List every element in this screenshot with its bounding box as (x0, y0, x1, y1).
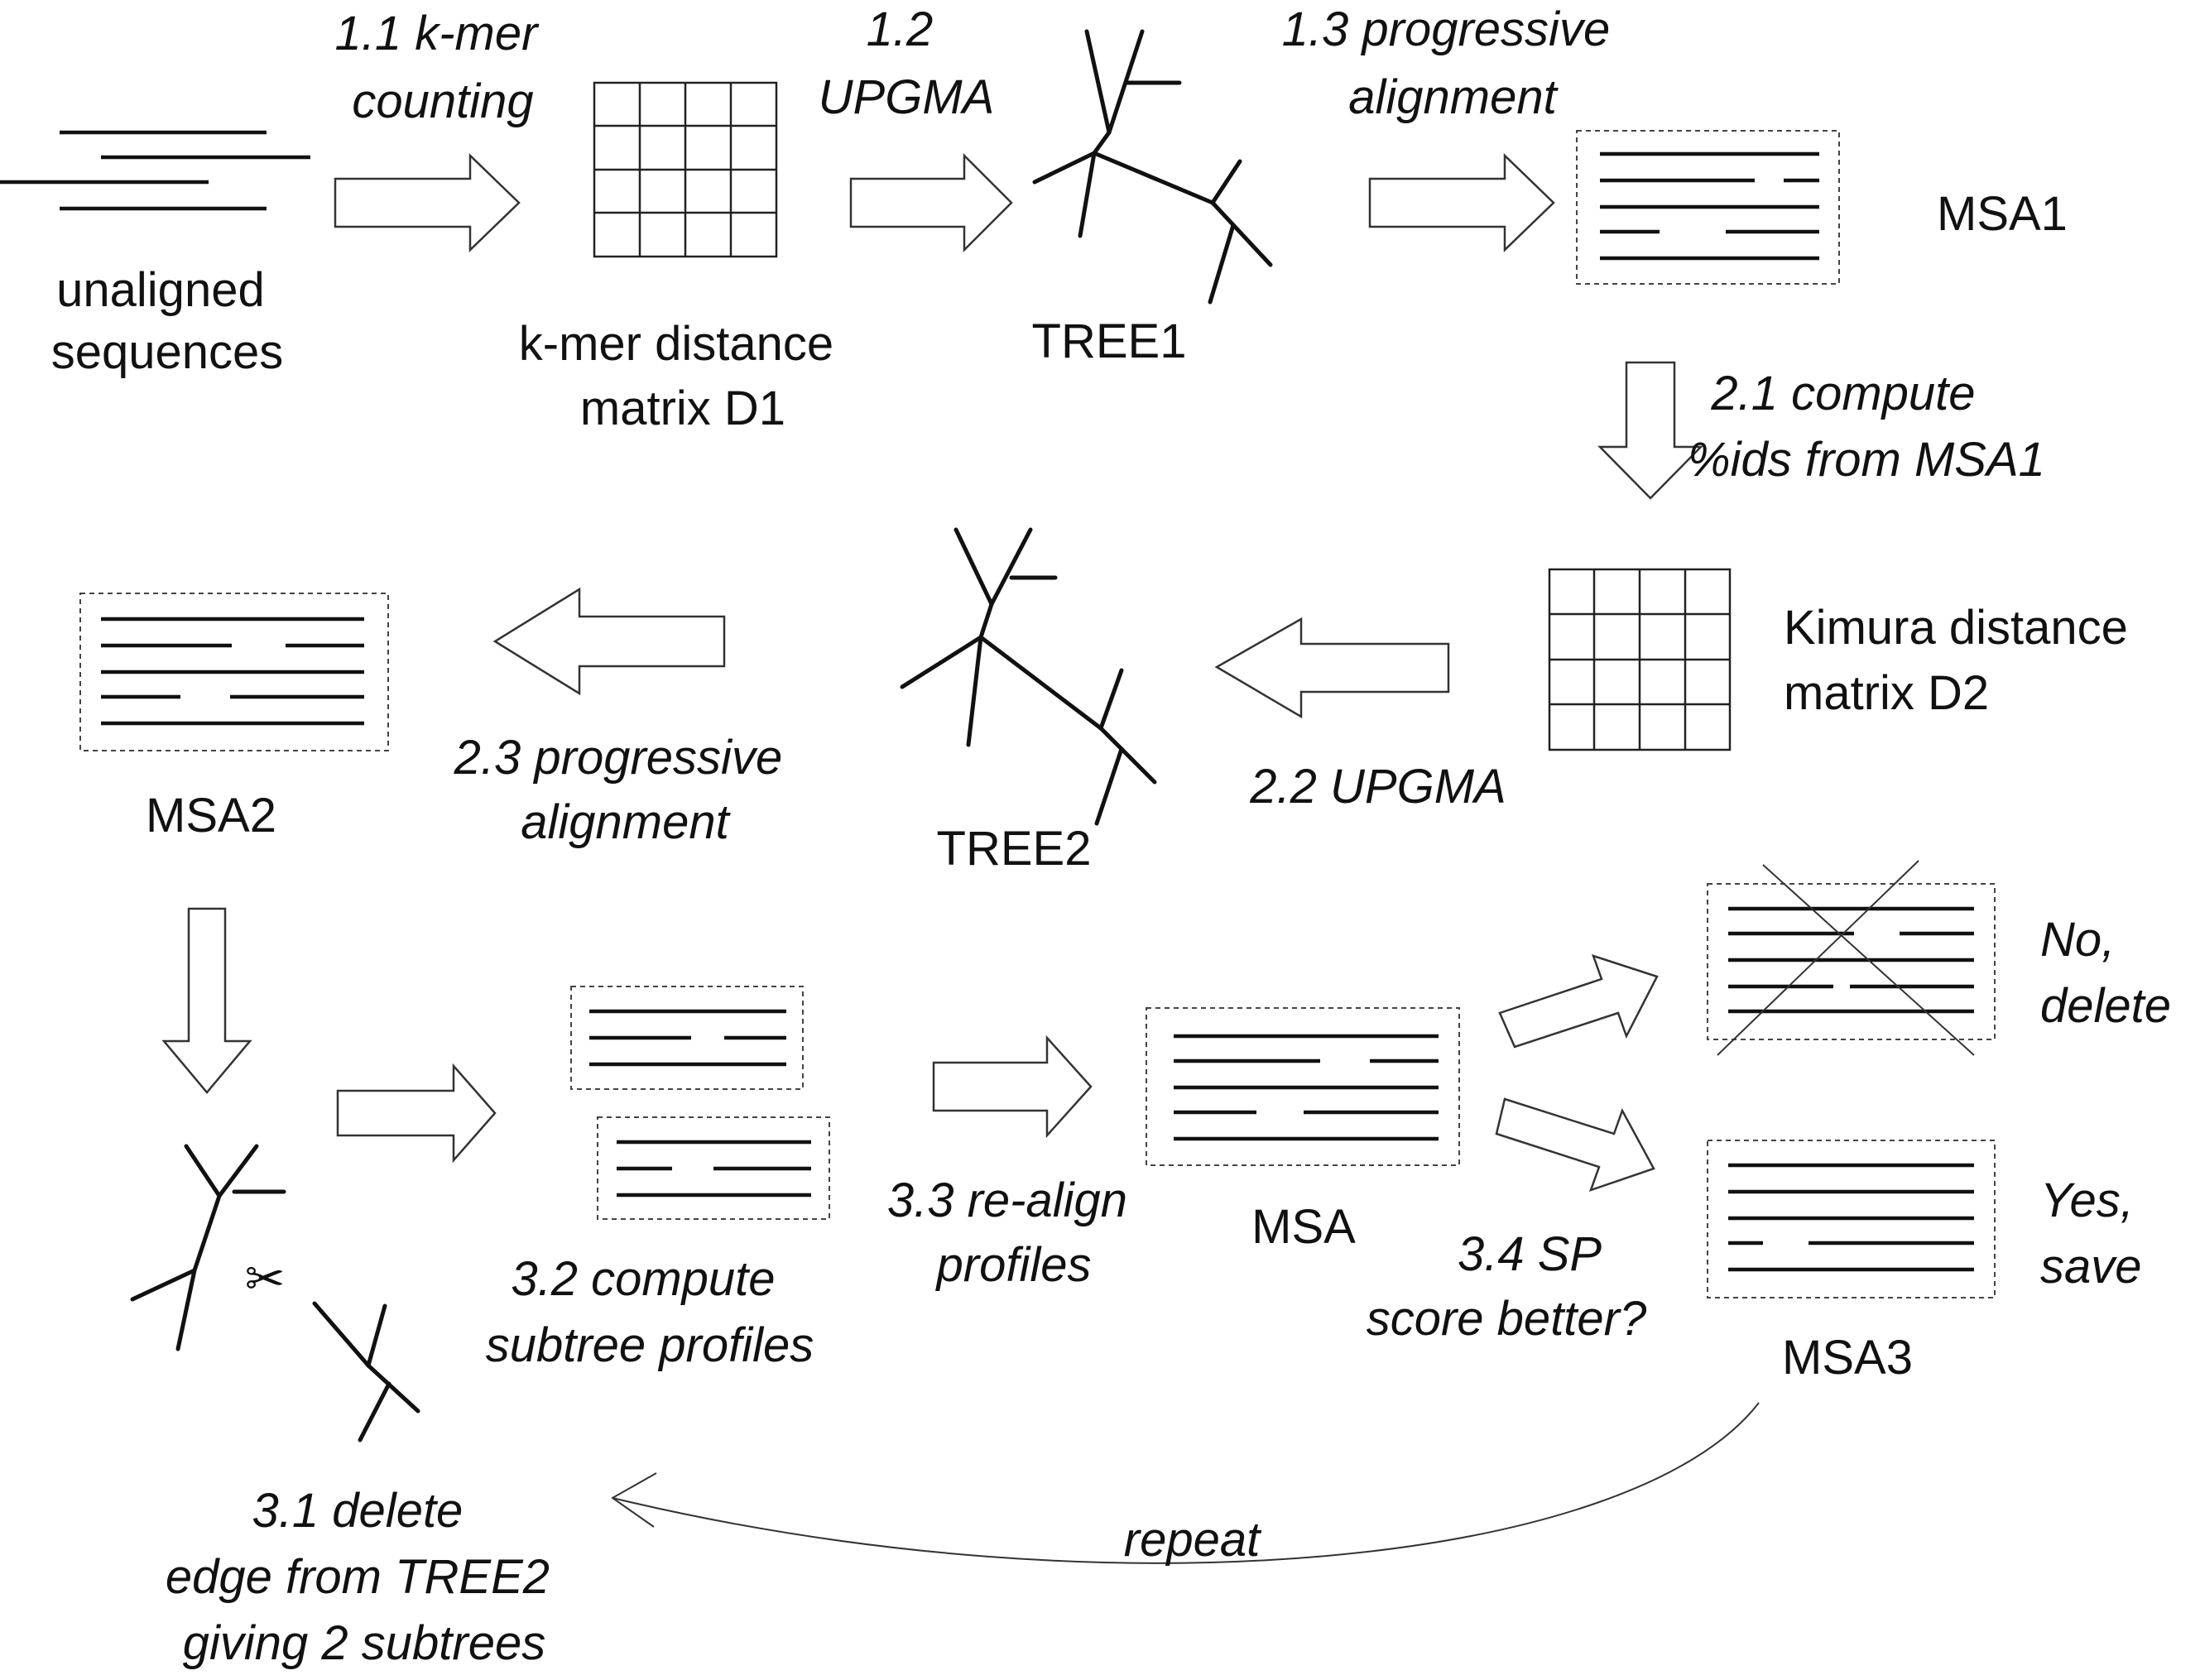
step-3-3-label: 3.3 re-align profiles (887, 1174, 1141, 1292)
step-3-4-label: 3.4 SP score better? (1367, 1227, 1647, 1346)
step-2-2-label: 2.2 UPGMA (1249, 760, 1506, 814)
arrow-1-1 (334, 153, 521, 252)
step-3-2-label: 3.2 compute subtree profiles (486, 1252, 814, 1372)
arrow-2-2 (1214, 617, 1450, 719)
msa3-alignment-icon (1707, 1140, 1996, 1298)
kmer-distance-matrix-icon (593, 81, 778, 258)
arrow-1-3 (1368, 153, 1555, 252)
step-1-2-label: 1.2 UPGMA (819, 2, 995, 124)
repeat-label: repeat (1124, 1513, 1262, 1567)
msa1-label: MSA1 (1937, 187, 2068, 241)
msa3-label: MSA3 (1782, 1331, 1913, 1385)
step-1-1-label: 1.1 k-mer counting (334, 7, 550, 128)
yes-save-label: Yes, save (2040, 1174, 2147, 1294)
step-3-1-label: 3.1 delete edge from TREE2 giving 2 subt… (166, 1484, 563, 1670)
tree2-icon (900, 527, 1157, 826)
tree1-label: TREE1 (1032, 314, 1187, 368)
subtree-profile-2-icon (597, 1116, 830, 1220)
kmer-distance-matrix-label: k-mer distance matrix D1 (519, 317, 847, 435)
tree1-icon (1032, 29, 1273, 305)
step-2-3-label: 2.3 progressive alignment (454, 731, 796, 849)
kimura-distance-matrix-icon (1548, 568, 1732, 751)
arrow-1-2 (849, 152, 1013, 253)
arrow-3-3 (932, 1034, 1093, 1139)
arrow-msa2-down (161, 907, 252, 1094)
arrow-3-4-no (1498, 954, 1659, 1049)
kimura-distance-matrix-label: Kimura distance matrix D2 (1784, 601, 2141, 720)
cross-out-icon (1717, 860, 1975, 1056)
msa1-alignment-icon (1576, 130, 1840, 285)
unaligned-sequences-icon (0, 130, 310, 211)
tree2-label: TREE2 (937, 822, 1092, 876)
split-subtrees-icon (130, 1144, 420, 1442)
step-1-3-label: 1.3 progressive alignment (1282, 2, 1624, 124)
arrow-2-3 (492, 587, 726, 696)
msa-label: MSA (1251, 1200, 1356, 1254)
rejected-msa-icon (1707, 883, 1996, 1040)
repeat-arrow (611, 1402, 1760, 1564)
unaligned-sequences-label: unaligned sequences (51, 263, 284, 379)
subtree-profile-1-icon (570, 986, 804, 1090)
no-delete-label: No, delete (2040, 913, 2171, 1033)
msa-alignment-icon (1146, 1007, 1460, 1166)
step-2-1-label: 2.1 compute %ids from MSA1 (1688, 367, 2045, 487)
arrow-3-4-yes (1495, 1097, 1655, 1193)
scissors-icon: ✂ (245, 1252, 286, 1306)
msa2-alignment-icon (79, 593, 389, 751)
arrow-2-1 (1597, 361, 1703, 500)
arrow-3-1 (336, 1063, 497, 1164)
msa2-label: MSA2 (146, 789, 276, 842)
